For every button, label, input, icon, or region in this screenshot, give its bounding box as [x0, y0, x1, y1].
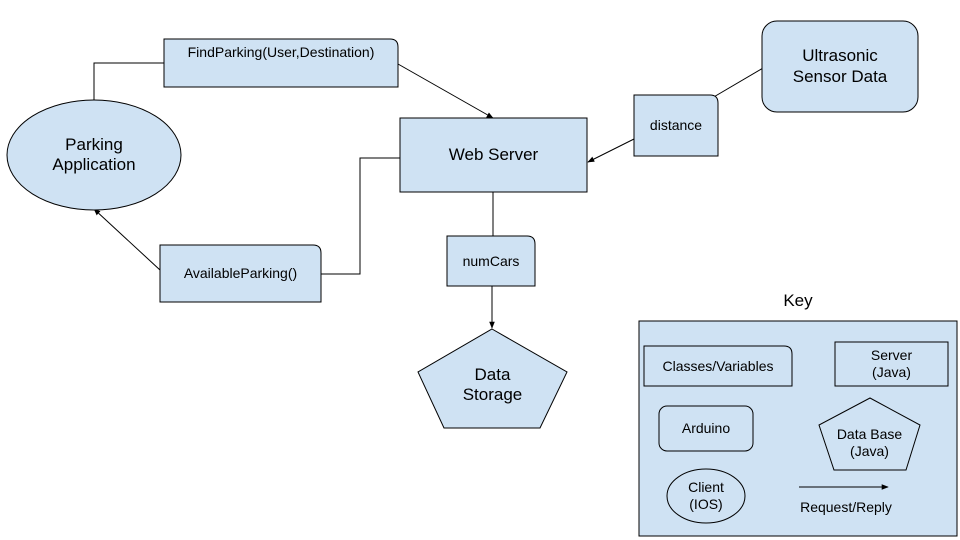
key-title: Key — [783, 290, 813, 310]
connector-sensor-to-distance — [711, 67, 764, 99]
web-server-label: Web Server — [448, 144, 539, 164]
availableparking-node — [159, 244, 322, 303]
arrow-findparking-to-webserver — [397, 63, 494, 119]
arrow-availableparking-to-app — [93, 208, 161, 271]
key-client-label: Client (IOS) — [688, 479, 724, 512]
data-storage-node — [417, 328, 568, 429]
key-client-shape — [666, 468, 746, 524]
arrow-distance-to-webserver — [587, 138, 635, 163]
findparking-label: FindParking(User,Destination) — [187, 44, 375, 61]
key-classes-variables-shape — [643, 345, 793, 387]
numcars-label: numCars — [462, 252, 520, 269]
ultrasonic-sensor-node — [761, 20, 919, 113]
availableparking-label: AvailableParking() — [183, 265, 298, 282]
key-arduino-label: Arduino — [681, 420, 731, 437]
distance-label: distance — [649, 117, 703, 134]
key-server-shape — [834, 341, 949, 387]
numcars-node — [446, 235, 536, 287]
distance-node — [633, 94, 719, 157]
connector-app-to-findparking — [93, 62, 164, 100]
findparking-node — [163, 38, 399, 88]
ultrasonic-sensor-label: Ultrasonic Sensor Data — [792, 46, 888, 86]
data-storage-label: Data Storage — [462, 364, 523, 404]
parking-application-node — [6, 99, 182, 211]
key-server-label: Server (Java) — [870, 347, 913, 380]
web-server-node — [399, 117, 588, 193]
key-database-label: Data Base (Java) — [836, 426, 903, 459]
key-classes-variables-label: Classes/Variables — [662, 357, 774, 374]
parking-application-label: Parking Application — [52, 134, 136, 174]
connector-webserver-to-availableparking — [321, 157, 400, 275]
key-arduino-shape — [658, 405, 754, 452]
key-request-reply-label: Request/Reply — [800, 498, 892, 515]
key-database-shape — [818, 397, 921, 471]
